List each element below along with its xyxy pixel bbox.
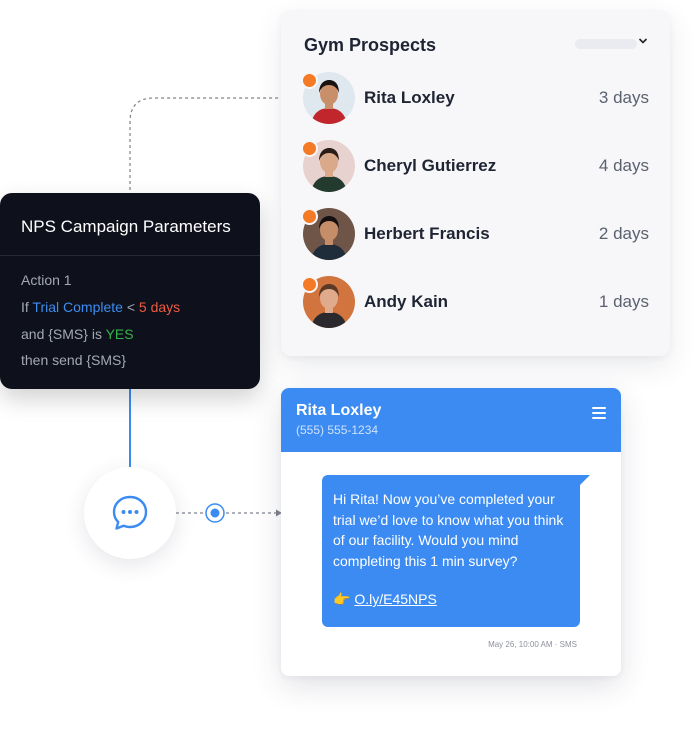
sms-contact-name: Rita Loxley <box>296 402 382 419</box>
prospects-filter-dropdown[interactable] <box>575 39 637 49</box>
prospect-row[interactable]: Rita Loxley 3 days <box>301 72 649 126</box>
nps-yes: YES <box>105 326 134 342</box>
nps-then-line: then send {SMS} <box>21 352 127 368</box>
avatar <box>301 208 357 262</box>
prospect-days: 1 days <box>598 292 649 311</box>
sms-header: Rita Loxley (555) 555-1234 <box>281 388 621 452</box>
nps-title: NPS Campaign Parameters <box>21 217 231 236</box>
prospect-row[interactable]: Andy Kain 1 days <box>301 276 649 330</box>
nps-days: 5 days <box>138 299 181 315</box>
nps-if-prefix: If <box>21 299 29 315</box>
prospect-name: Cheryl Gutierrez <box>364 156 497 175</box>
chat-node[interactable] <box>84 467 176 559</box>
status-dot <box>301 140 318 157</box>
avatar <box>301 72 357 126</box>
sms-contact-phone: (555) 555-1234 <box>296 423 379 437</box>
prospect-row[interactable]: Cheryl Gutierrez 4 days <box>301 140 649 194</box>
nps-divider <box>0 255 260 256</box>
chat-bubble-icon <box>112 495 148 530</box>
avatar <box>301 140 357 194</box>
prospect-row[interactable]: Herbert Francis 2 days <box>301 208 649 262</box>
hamburger-menu-icon[interactable] <box>592 407 606 419</box>
nps-if-line: If Trial Complete < 5 days <box>21 299 180 315</box>
status-dot <box>301 276 318 293</box>
nps-trial-complete: Trial Complete <box>32 299 123 315</box>
pointing-hand-icon: 👉 <box>333 591 351 607</box>
bubble-tail <box>580 475 590 485</box>
sms-link-row: 👉 O.ly/E45NPS <box>333 591 437 608</box>
prospect-days: 4 days <box>598 156 649 175</box>
avatar <box>301 276 357 330</box>
status-dot <box>301 208 318 225</box>
prospect-days: 3 days <box>598 88 649 107</box>
sms-conversation-card: Rita Loxley (555) 555-1234 Hi Rita! Now … <box>281 388 621 676</box>
survey-link[interactable]: O.ly/E45NPS <box>354 591 437 607</box>
prospect-name: Andy Kain <box>364 292 449 311</box>
nps-less-than: < <box>126 299 136 315</box>
prospect-days: 2 days <box>598 224 649 243</box>
nps-and-prefix: and {SMS} is <box>21 326 102 342</box>
prospects-title: Gym Prospects <box>304 35 437 55</box>
sms-message-bubble: Hi Rita! Now you’ve completed your trial… <box>322 475 580 627</box>
sms-message-text: Hi Rita! Now you’ve completed your trial… <box>333 491 564 569</box>
nps-action: Action 1 <box>21 272 72 288</box>
nps-campaign-card: NPS Campaign Parameters Action 1 If Tria… <box>0 193 260 389</box>
nps-and-line: and {SMS} is YES <box>21 326 134 342</box>
status-dot <box>301 72 318 89</box>
chevron-down-icon[interactable] <box>637 36 649 48</box>
prospect-name: Herbert Francis <box>364 224 490 243</box>
prospect-name: Rita Loxley <box>364 88 455 107</box>
sms-timestamp: May 26, 10:00 AM · SMS <box>488 640 577 649</box>
